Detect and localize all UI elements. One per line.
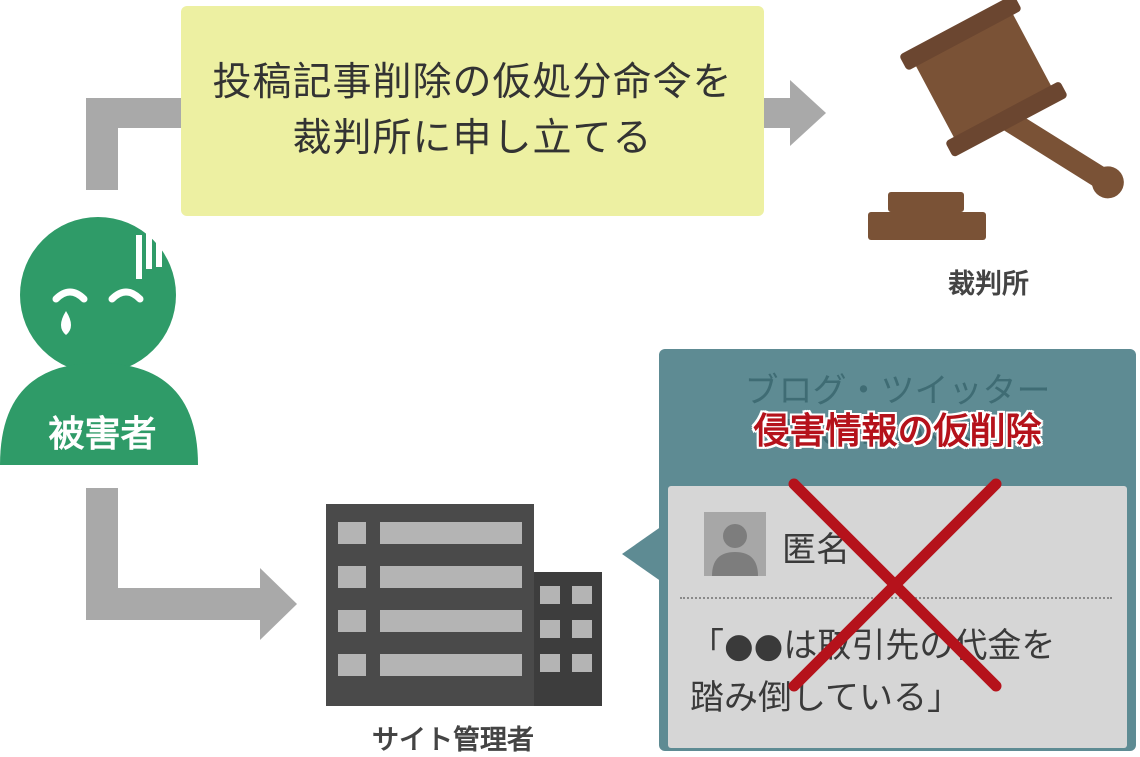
user-avatar-icon [704, 512, 766, 576]
post-text: 「●●は取引先の代金を 踏み倒している」 [690, 626, 1056, 718]
post-user-name: 匿名 [782, 530, 850, 570]
victim-label: 被害者 [48, 414, 157, 455]
panel-pointer [622, 526, 662, 582]
building-icon [326, 504, 602, 706]
provisional-deletion-label: 侵害情報の仮削除 [753, 411, 1042, 452]
site-admin-label: サイト管理者 [372, 725, 534, 756]
gavel-icon [868, 0, 1128, 246]
panel-title: ブログ・ツイッター Facebookなど [744, 371, 1051, 453]
request-text: 投稿記事削除の仮処分命令を 裁判所に申し立てる [212, 60, 733, 161]
victim-figure [0, 217, 198, 465]
court-label: 裁判所 [948, 269, 1029, 300]
delete-cross-icon [788, 478, 1002, 692]
post-divider [680, 597, 1112, 599]
request-box: 投稿記事削除の仮処分命令を 裁判所に申し立てる [181, 6, 764, 216]
